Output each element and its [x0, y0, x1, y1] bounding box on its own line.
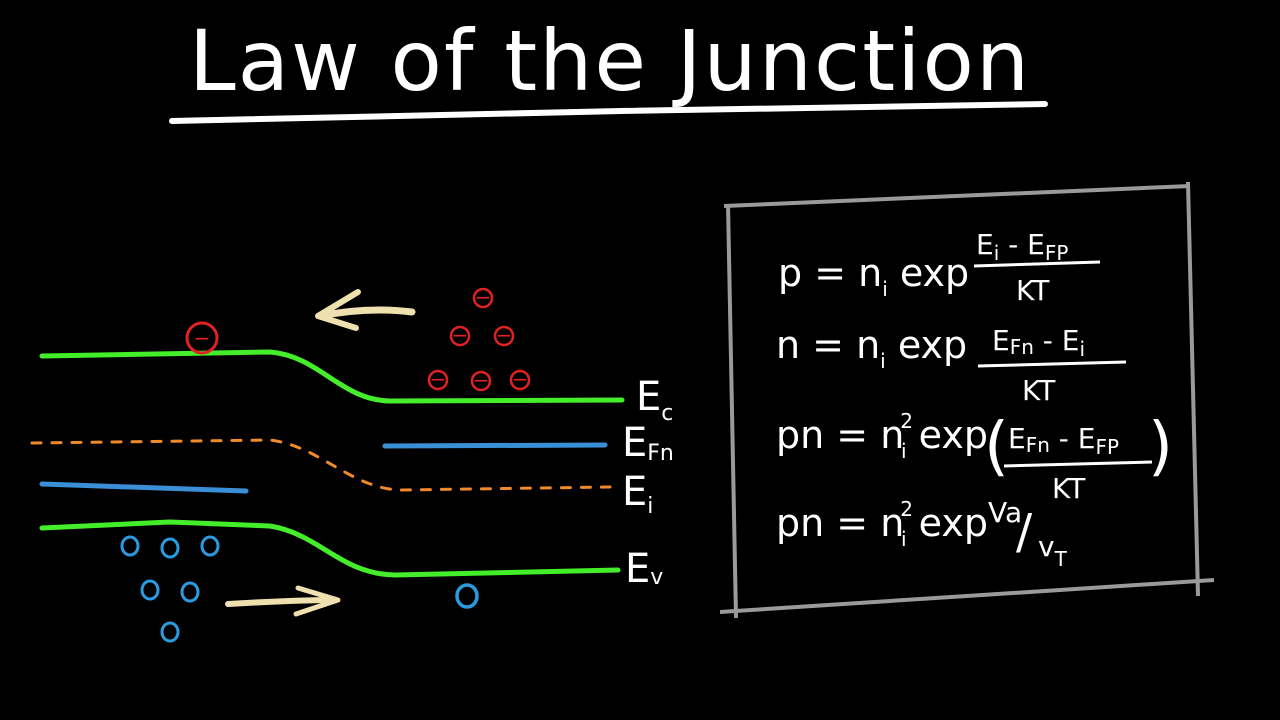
svg-text:): )	[1148, 410, 1173, 484]
ei-label: Ei	[622, 469, 653, 519]
electron-marker: −	[472, 285, 494, 309]
intrinsic-level-line	[30, 438, 612, 492]
fermi-level-n-line	[382, 442, 608, 449]
svg-text:n = ni exp: n = ni exp	[776, 323, 967, 373]
hole-marker	[160, 621, 180, 643]
svg-text:−: −	[430, 367, 447, 391]
equation-electron-concentration: n = ni exp EFn - Ei KT	[776, 323, 1127, 407]
hole-marker	[120, 535, 140, 557]
svg-text:EFn - Ei: EFn - Ei	[992, 324, 1085, 361]
svg-text:Va: Va	[988, 496, 1022, 529]
fraction-bar	[1003, 460, 1153, 468]
electron-group: − − − − − − −	[185, 285, 531, 392]
hole-marker	[180, 581, 200, 603]
efn-label: EFn	[622, 420, 674, 466]
fraction-bar	[973, 260, 1101, 268]
svg-text:/: /	[1016, 504, 1033, 560]
svg-text:−: −	[496, 323, 513, 347]
svg-text:−: −	[475, 285, 492, 309]
electron-flow-arrow	[315, 289, 416, 331]
svg-text:EFn - EFP: EFn - EFP	[1008, 422, 1119, 459]
svg-text:Ei - EFP: Ei - EFP	[976, 228, 1068, 265]
equations-box: p = ni exp Ei - EFP KT n = ni exp EFn - …	[719, 181, 1215, 619]
fraction-bar	[977, 360, 1127, 368]
svg-text:−: −	[473, 368, 490, 392]
title-underline	[169, 101, 1048, 124]
svg-text:KT: KT	[1016, 274, 1050, 307]
ec-label: Ec	[636, 374, 673, 426]
hole-marker	[160, 537, 180, 559]
equation-hole-concentration: p = ni exp Ei - EFP KT	[778, 228, 1101, 307]
svg-text:vT: vT	[1038, 530, 1068, 571]
svg-text:−: −	[452, 323, 469, 347]
svg-text:KT: KT	[1052, 472, 1086, 505]
ev-label: Ev	[625, 546, 663, 592]
page-title: Law of the Junction	[189, 12, 1031, 110]
electron-marker: −	[185, 321, 219, 355]
svg-text:KT: KT	[1022, 374, 1056, 407]
hole-group	[120, 535, 479, 643]
svg-text:pn = n2i exp: pn = n2i exp	[776, 409, 988, 463]
electron-marker: −	[470, 368, 492, 392]
svg-text:pn = n2i exp: pn = n2i exp	[776, 497, 988, 551]
hole-flow-arrow	[225, 585, 341, 617]
electron-marker: −	[509, 367, 531, 391]
svg-text:−: −	[194, 326, 211, 350]
svg-text:p = ni exp: p = ni exp	[778, 251, 969, 301]
hole-marker	[200, 535, 220, 557]
electron-marker: −	[493, 323, 515, 347]
svg-text:−: −	[512, 367, 529, 391]
hole-marker	[140, 579, 160, 601]
hole-marker	[455, 583, 479, 609]
band-diagram: Ec EFn Ei Ev − − − − − − −	[30, 285, 674, 643]
electron-marker: −	[449, 323, 471, 347]
fermi-level-p-line	[39, 481, 249, 494]
svg-text:(: (	[984, 410, 1009, 484]
electron-marker: −	[427, 367, 449, 391]
valence-band-edge	[39, 519, 621, 578]
conduction-band-edge	[39, 349, 625, 404]
